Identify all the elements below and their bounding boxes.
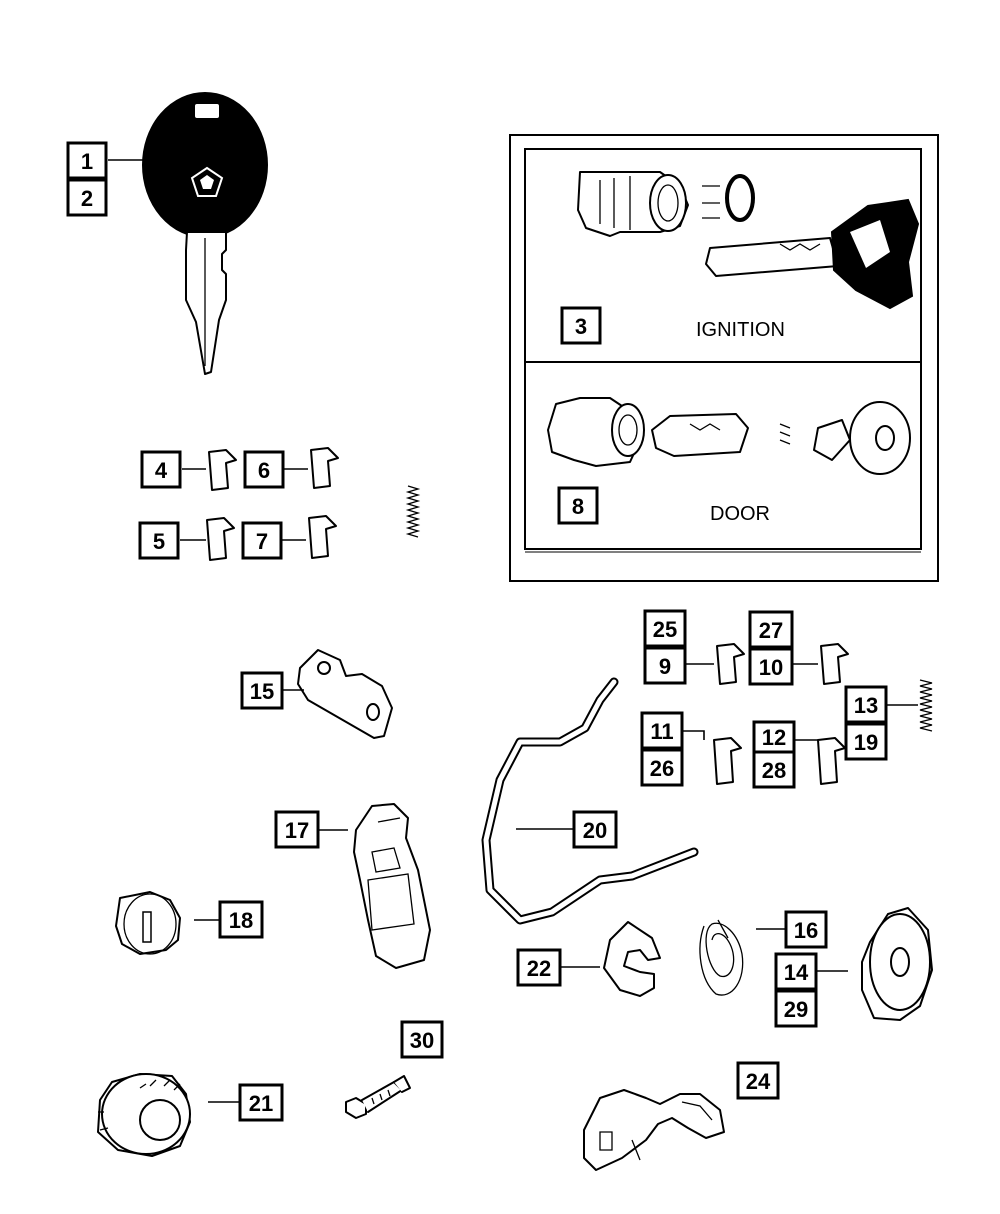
door-lock-illustration (547, 397, 911, 475)
svg-text:30: 30 (410, 1028, 434, 1053)
svg-text:6: 6 (258, 458, 270, 483)
cylinder-cap-illustration (115, 891, 181, 955)
bezel-ring-illustration (861, 907, 933, 1021)
callout-11: 11 (640, 711, 684, 750)
svg-text:4: 4 (155, 458, 168, 483)
svg-text:15: 15 (250, 679, 274, 704)
torsion-spring-illustration (699, 919, 744, 996)
ignition-housing-illustration (577, 171, 920, 310)
callout-17: 17 (274, 810, 320, 849)
callout-14: 14 (774, 952, 818, 991)
housing-bracket-illustration (353, 803, 431, 969)
lock-cylinder-kit-frame (509, 134, 939, 582)
svg-text:7: 7 (256, 529, 268, 554)
svg-text:8: 8 (572, 494, 584, 519)
callout-25: 25 (643, 609, 687, 648)
svg-text:5: 5 (153, 529, 165, 554)
svg-text:29: 29 (784, 997, 808, 1022)
screw-illustration (345, 1075, 411, 1119)
callout-27: 27 (748, 610, 794, 649)
svg-text:26: 26 (650, 756, 674, 781)
svg-text:17: 17 (285, 818, 309, 843)
ignition-label: IGNITION (696, 319, 785, 341)
callout-12: 12 (752, 720, 796, 754)
callout-8: 8 (557, 486, 599, 525)
svg-text:18: 18 (229, 908, 253, 933)
svg-text:3: 3 (575, 314, 587, 339)
retaining-clip-illustration (603, 921, 661, 997)
callout-7: 7 (241, 521, 283, 560)
lock-sensor-illustration (583, 1089, 725, 1171)
callout-15: 15 (240, 671, 284, 710)
ignition-bezel-illustration (97, 1073, 191, 1157)
svg-text:20: 20 (583, 818, 607, 843)
callout-4: 4 (140, 450, 182, 489)
tumblers-right-illustration (713, 643, 849, 785)
callout-28: 28 (752, 750, 796, 789)
svg-text:28: 28 (762, 758, 786, 783)
callout-30: 30 (400, 1020, 444, 1059)
svg-text:11: 11 (650, 719, 673, 744)
tumblers-left-illustration (206, 447, 339, 561)
key-illustration (142, 92, 268, 375)
callout-5: 5 (138, 521, 180, 560)
callout-9: 9 (643, 646, 687, 685)
callout-22: 22 (516, 948, 562, 987)
callout-19: 19 (844, 722, 888, 761)
callout-16: 16 (784, 910, 828, 949)
callout-20: 20 (572, 810, 618, 849)
callout-1: 1 (66, 141, 108, 180)
svg-text:2: 2 (81, 186, 93, 211)
callout-10: 10 (748, 647, 794, 686)
callout-3: 3 (560, 306, 602, 345)
door-label: DOOR (710, 503, 770, 525)
spring-right-illustration (919, 679, 933, 732)
lock-rod-illustration (481, 677, 699, 925)
svg-text:19: 19 (854, 730, 878, 755)
callout-24: 24 (736, 1061, 780, 1100)
svg-text:24: 24 (746, 1069, 771, 1094)
spring-left-illustration (405, 485, 421, 538)
lever-plate-illustration (297, 649, 393, 739)
svg-text:13: 13 (854, 693, 878, 718)
door-panel (524, 361, 922, 550)
callout-21: 21 (238, 1083, 284, 1122)
svg-text:16: 16 (794, 918, 818, 943)
svg-text:1: 1 (81, 149, 93, 174)
svg-text:12: 12 (762, 725, 786, 750)
svg-text:21: 21 (249, 1091, 273, 1116)
callout-2: 2 (66, 178, 108, 217)
svg-text:9: 9 (659, 654, 671, 679)
svg-text:10: 10 (759, 655, 783, 680)
svg-text:22: 22 (527, 956, 551, 981)
callout-26: 26 (640, 748, 684, 787)
svg-text:25: 25 (653, 617, 677, 642)
svg-text:14: 14 (784, 960, 809, 985)
callout-29: 29 (774, 989, 818, 1028)
callout-6: 6 (243, 450, 285, 489)
callout-18: 18 (218, 900, 264, 939)
svg-text:27: 27 (759, 618, 783, 643)
callout-13: 13 (844, 685, 888, 724)
